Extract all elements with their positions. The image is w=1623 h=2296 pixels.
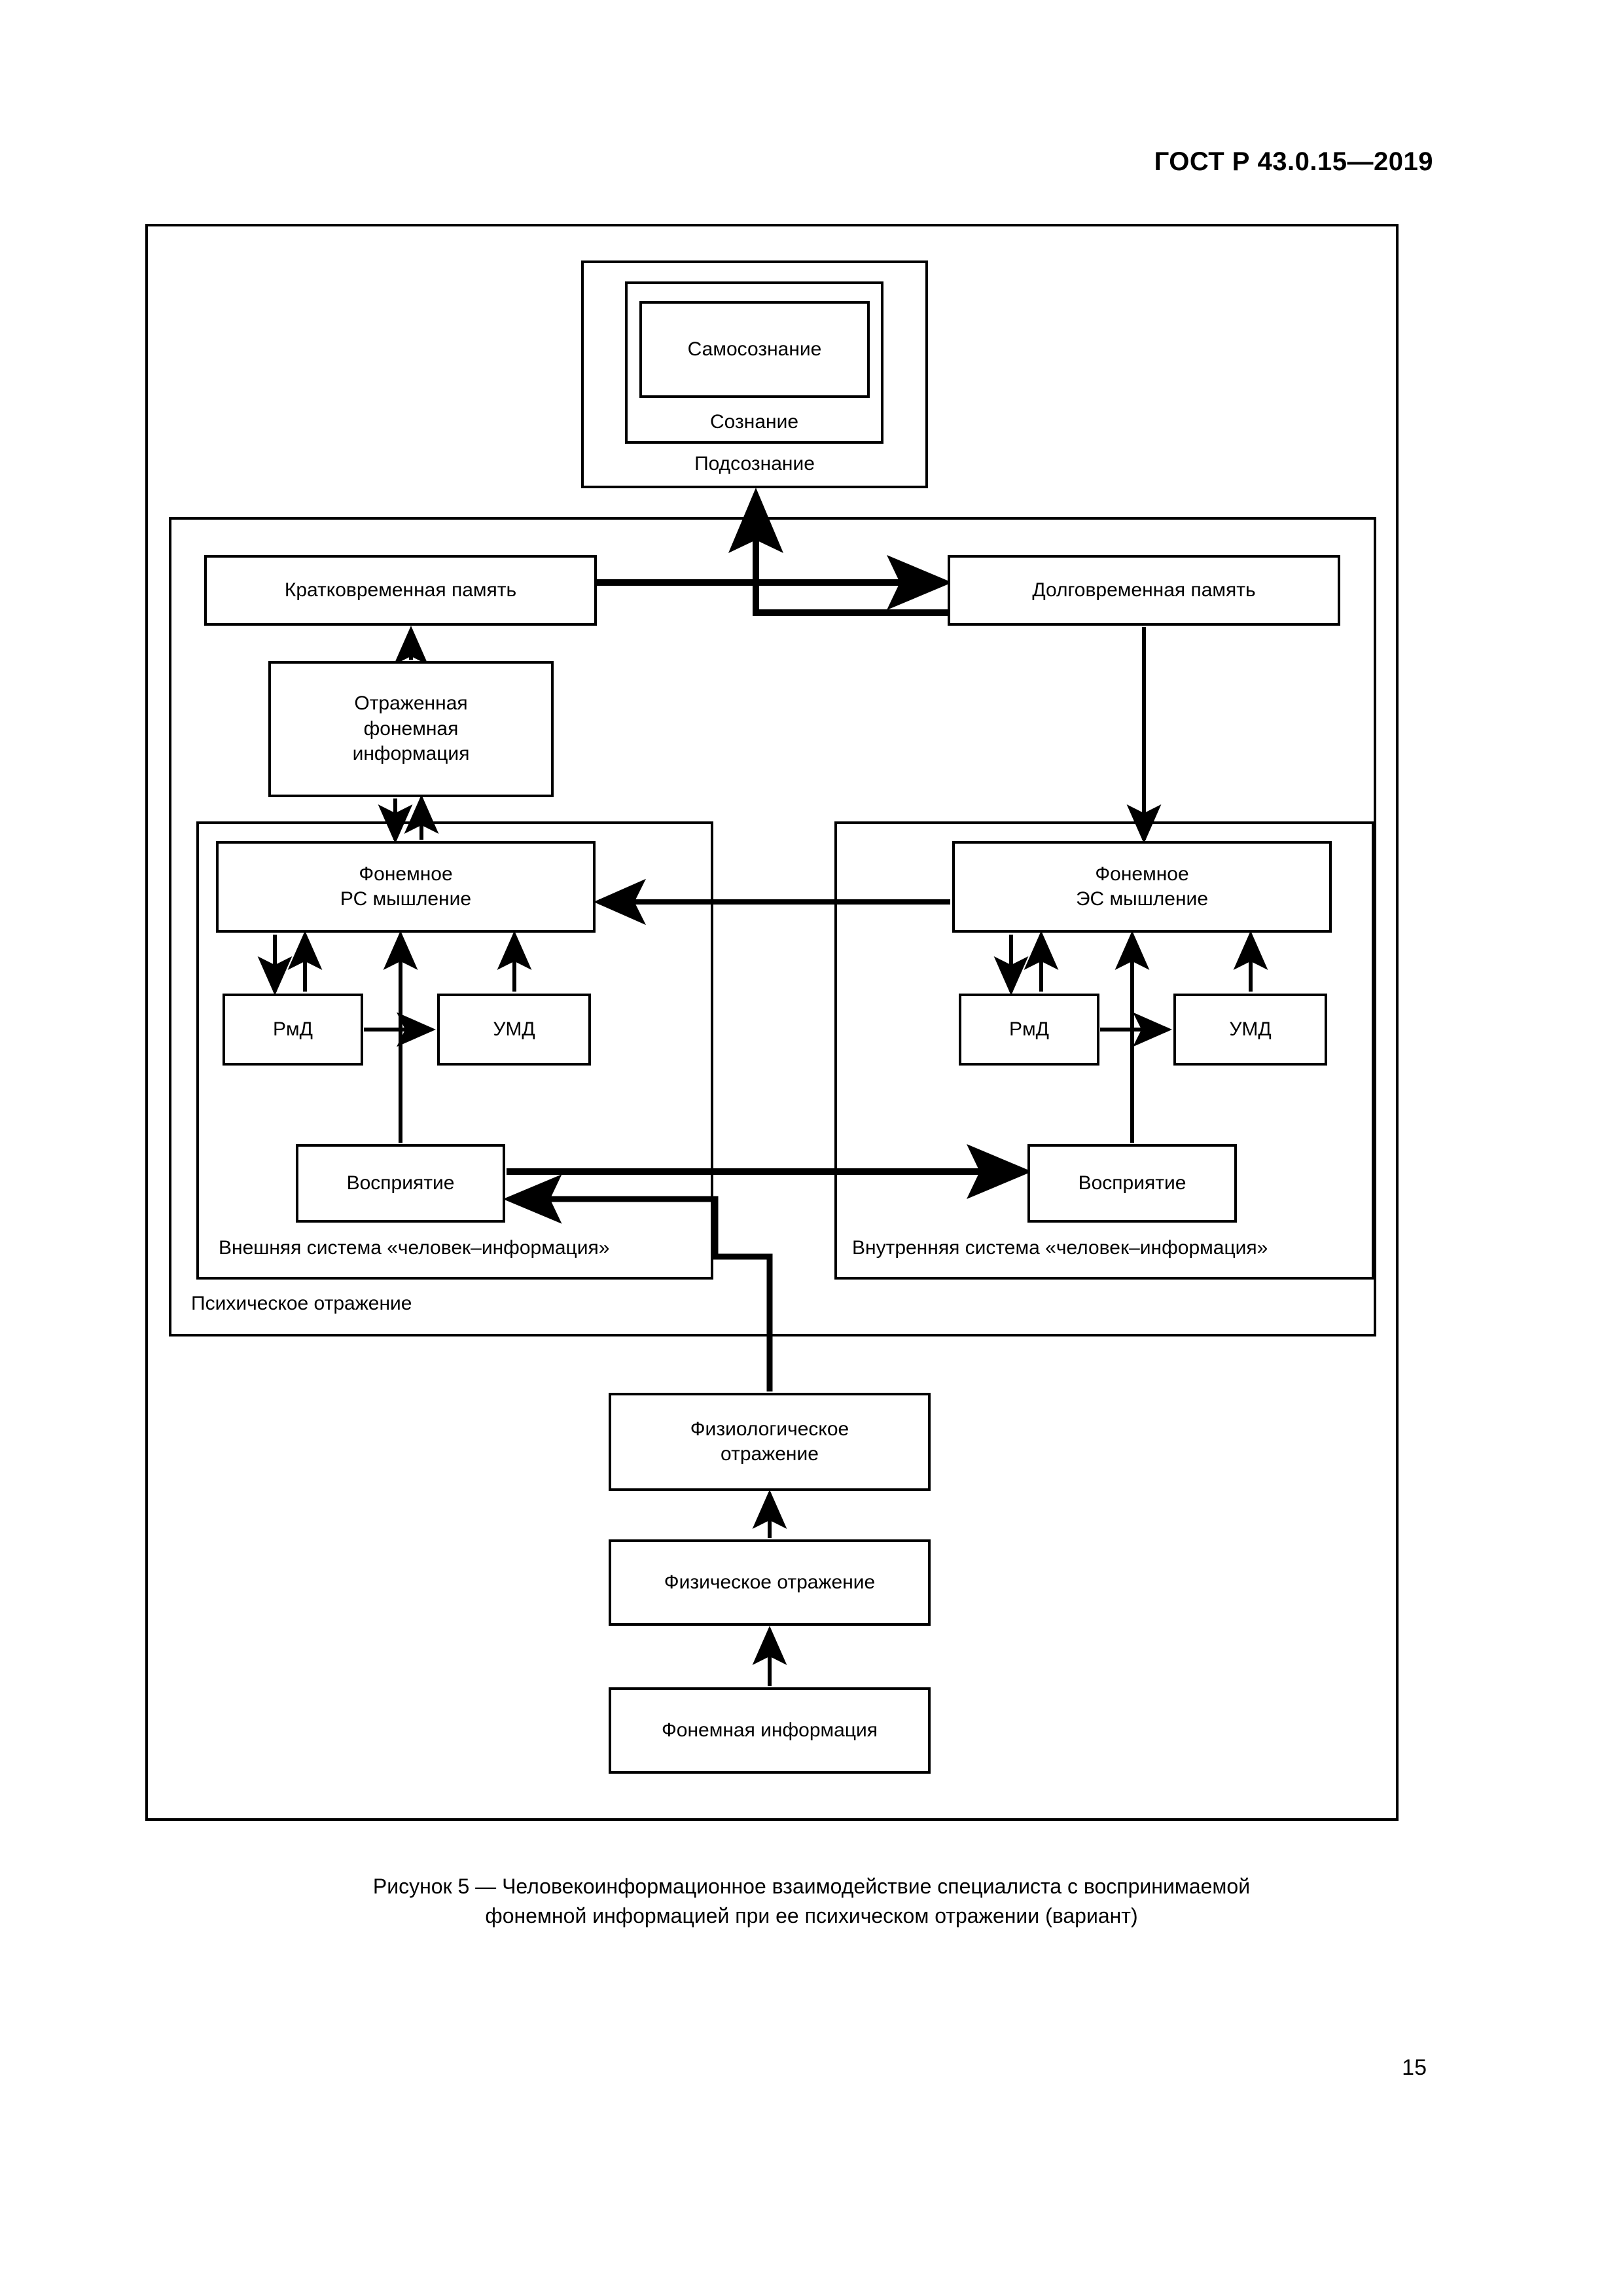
internal-system-frame [834,821,1374,1280]
self-consciousness-label: Самосознание [687,338,822,360]
reflected-info-line-2: фонемная [363,717,459,740]
external-phonemic-thinking-box: Фонемное РС мышление [216,841,596,933]
internal-perception-box: Восприятие [1027,1144,1237,1223]
reflected-info-line-1: Отраженная [354,692,468,715]
internal-phonemic-thinking-box: Фонемное ЭС мышление [952,841,1332,933]
page-number: 15 [1402,2055,1427,2080]
external-rmd-label: РмД [273,1018,313,1040]
short-term-memory-label: Кратковременная память [284,579,517,601]
figure-caption: Рисунок 5 — Человекоинформационное взаим… [223,1872,1400,1931]
physiological-line-1: Физиологическое [690,1418,849,1440]
physiological-line-2: отражение [721,1443,819,1465]
external-system-label: Внешняя система «человек–информация» [216,1237,613,1259]
self-consciousness-box: Самосознание [639,301,870,398]
internal-rmd-box: РмД [959,994,1099,1066]
phonemic-information-label: Фонемная информация [661,1719,878,1741]
internal-thinking-line-2: ЭС мышление [1075,888,1209,910]
external-thinking-line-2: РС мышление [340,888,472,910]
physiological-reflection-box: Физиологическое отражение [609,1393,931,1491]
external-rmd-box: РмД [223,994,363,1066]
reflected-phonemic-information-box: Отраженная фонемная информация [268,661,554,797]
consciousness-label: Сознание [709,410,799,433]
external-thinking-line-1: Фонемное [359,863,453,885]
internal-perception-label: Восприятие [1078,1172,1186,1194]
psychic-reflection-label: Психическое отражение [188,1293,415,1315]
internal-umd-box: УМД [1173,994,1327,1066]
external-system-frame [196,821,713,1280]
reflected-info-line-3: информация [352,743,470,765]
standard-header: ГОСТ Р 43.0.15—2019 [1154,147,1433,176]
internal-system-label: Внутренняя система «человек–информация» [849,1237,1271,1259]
external-perception-box: Восприятие [296,1144,505,1223]
short-term-memory-box: Кратковременная память [204,555,597,626]
caption-line-2: фонемной информацией при ее психическом … [485,1904,1138,1928]
external-perception-label: Восприятие [346,1172,455,1194]
external-umd-box: УМД [437,994,591,1066]
subconscious-label: Подсознание [694,452,815,475]
long-term-memory-box: Долговременная память [948,555,1340,626]
long-term-memory-label: Долговременная память [1032,579,1256,601]
physical-reflection-label: Физическое отражение [664,1571,876,1593]
caption-line-1: Рисунок 5 — Человекоинформационное взаим… [372,1874,1251,1898]
phonemic-information-box: Фонемная информация [609,1687,931,1774]
internal-rmd-label: РмД [1009,1018,1049,1040]
internal-umd-label: УМД [1229,1018,1272,1040]
internal-thinking-line-1: Фонемное [1095,863,1189,885]
physical-reflection-box: Физическое отражение [609,1539,931,1626]
external-umd-label: УМД [493,1018,535,1040]
figure-outer-frame [145,224,1399,1821]
